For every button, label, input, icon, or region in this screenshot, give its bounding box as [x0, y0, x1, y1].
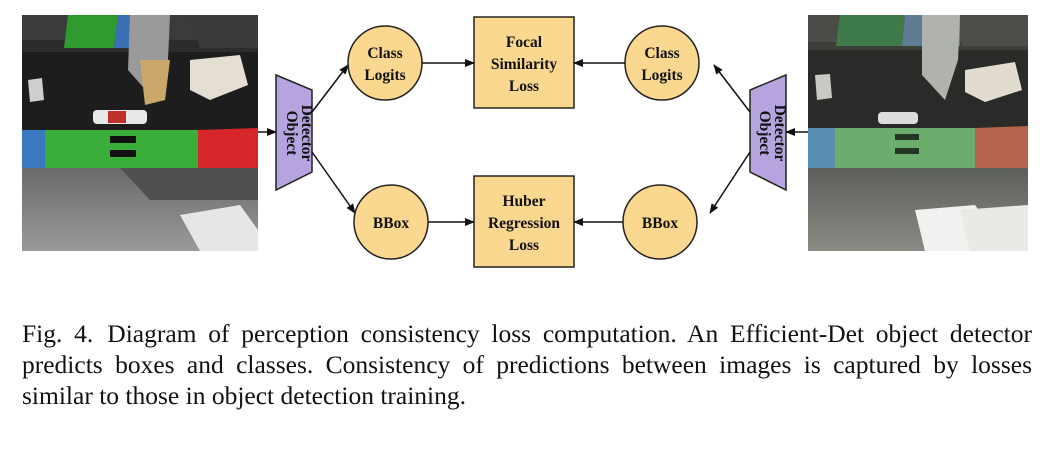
right-object-detector: Object Detector	[749, 73, 788, 192]
simulated-robot-bin-image	[22, 15, 258, 251]
focal-similarity-loss-box: Focal Similarity Loss	[473, 16, 575, 109]
right-bbox-label: BBox	[642, 215, 678, 232]
focal-loss-line1: Focal	[506, 34, 543, 51]
arrow-right-detector-to-logits	[713, 64, 751, 113]
huber-loss-line2: Regression	[488, 215, 560, 232]
real-robot-bin-image	[808, 15, 1028, 251]
right-detector-label-line2: Detector	[771, 105, 788, 162]
figure-caption: Fig. 4.Diagram of perception consistency…	[22, 318, 1032, 411]
left-detector-label-line1: Object	[283, 111, 300, 157]
focal-loss-line3: Loss	[509, 78, 539, 95]
arrow-right-detector-to-bbox	[709, 151, 751, 214]
right-detector-label-line1: Object	[756, 111, 773, 157]
left-logits-line1: Class	[367, 45, 402, 62]
huber-loss-line3: Loss	[509, 237, 539, 254]
huber-regression-loss-box: Huber Regression Loss	[473, 175, 575, 268]
focal-loss-line2: Similarity	[491, 56, 558, 73]
right-logits-line2: Logits	[641, 67, 682, 84]
right-bbox-node: BBox	[622, 184, 698, 260]
huber-loss-line1: Huber	[502, 193, 545, 210]
left-detector-label-line2: Detector	[298, 105, 315, 162]
left-class-logits-node: Class Logits	[347, 25, 423, 101]
diagram: Object Detector Object Detector Class Lo…	[22, 15, 1028, 268]
left-object-detector: Object Detector	[275, 73, 315, 192]
arrow-left-detector-to-bbox	[311, 151, 356, 214]
left-logits-line2: Logits	[364, 67, 405, 84]
left-bbox-node: BBox	[353, 184, 429, 260]
figure-label: Fig. 4.	[22, 319, 94, 348]
caption-text: Diagram of perception consistency loss c…	[22, 319, 1032, 410]
right-class-logits-node: Class Logits	[624, 25, 700, 101]
left-bbox-label: BBox	[373, 215, 409, 232]
right-logits-line1: Class	[644, 45, 679, 62]
arrow-left-detector-to-logits	[311, 64, 349, 113]
